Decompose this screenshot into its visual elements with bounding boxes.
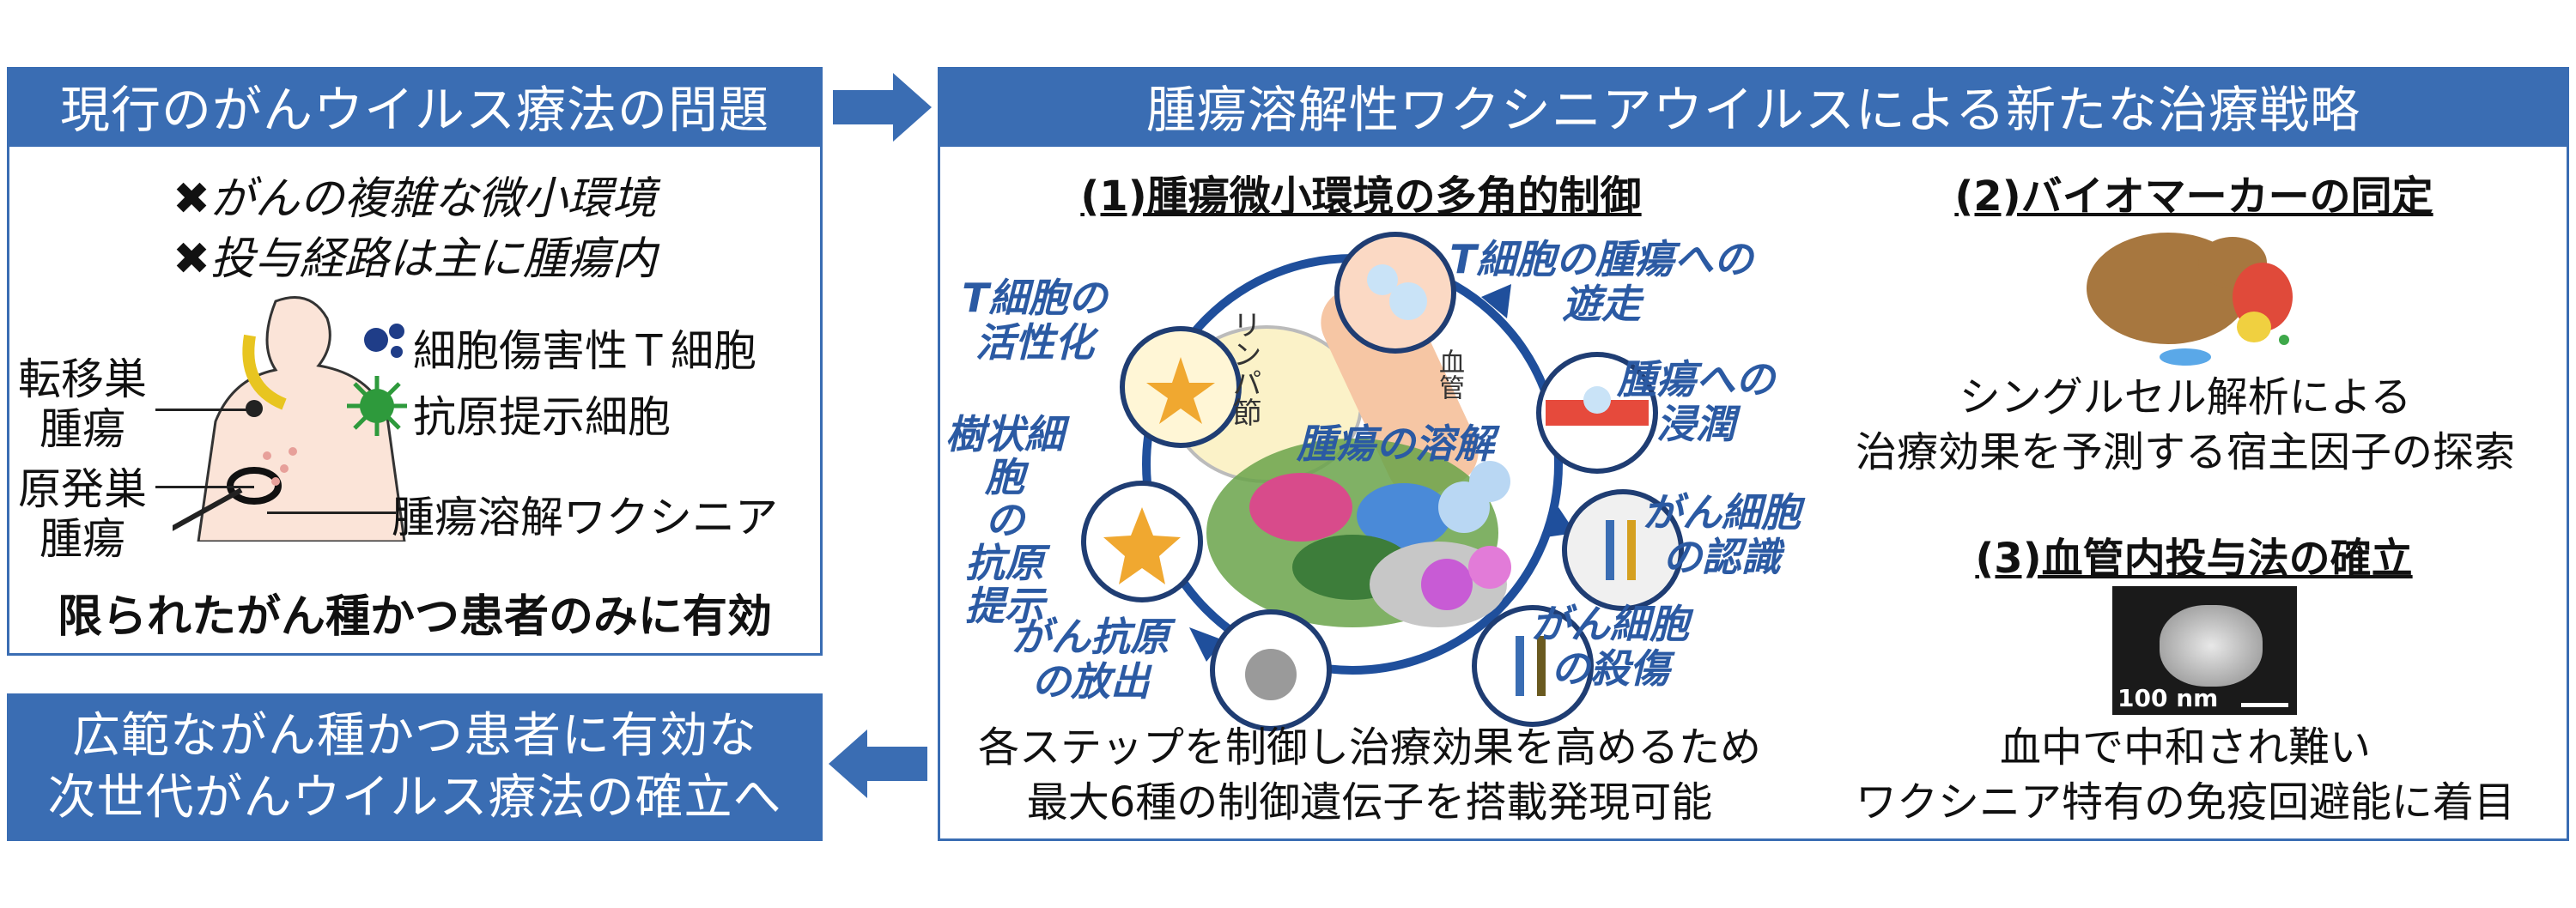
label-lysis: 腫瘍の溶解 (1297, 421, 1494, 467)
single-cell-umap (2087, 233, 2293, 366)
section3-caption: 血中で中和され難い ワクシニア特有の免疫回避能に着目 (1855, 723, 2515, 826)
label-apc: 抗原提示細胞 (413, 392, 671, 442)
problem-2: ✖投与経路は主に腫瘍内 (173, 233, 657, 285)
section1-caption: 各ステップを制御し治療効果を高めるため 最大6種の制御遺伝子を搭載発現可能 (977, 723, 1761, 826)
section1-title: (1)腫瘍微小環境の多角的制御 (1080, 173, 1642, 221)
apc-icon (347, 376, 407, 436)
t-cell-icon (364, 324, 404, 358)
left-panel: ✖がんの複雑な微小環境 ✖投与経路は主に腫瘍内 細胞傷害性Ｔ細胞 抗原提示細胞 … (7, 144, 823, 656)
body-illustration (173, 296, 406, 542)
label-metastatic: 転移巣腫瘍 (18, 354, 147, 454)
scale-bar (2241, 703, 2288, 707)
section3-title: (3)血管内投与法の確立 (1975, 535, 2413, 583)
right-panel: (1)腫瘍微小環境の多角的制御 T細胞の活性化 T細胞の腫瘍への遊走 腫瘍への浸… (938, 144, 2569, 841)
step-circle (1562, 489, 1684, 611)
left-panel-header: 現行のがんウイルス療法の問題 (7, 67, 823, 144)
arrow-right-icon (833, 73, 932, 142)
label-killing: がん細胞の殺傷 (1531, 601, 1689, 692)
step-circle (1334, 232, 1456, 354)
label-vessel: 血管 (1434, 348, 1464, 400)
right-panel-header: 腫瘍溶解性ワクシニアウイルスによる新たな治療戦略 (938, 67, 2569, 144)
bottom-left-box: 広範ながん種かつ患者に有効な 次世代がんウイルス療法の確立へ (7, 693, 823, 841)
label-infiltration: 腫瘍への浸潤 (1617, 356, 1775, 447)
step-circle (1120, 326, 1242, 448)
pointer-line (155, 486, 254, 488)
em-image: 100 nm (2112, 586, 2297, 715)
label-presentation: 樹状細胞の 抗原提示 (945, 411, 1064, 629)
label-t-activation: T細胞の活性化 (962, 275, 1108, 366)
label-t-cell: 細胞傷害性Ｔ細胞 (413, 326, 756, 376)
section2-caption: シングルセル解析による 治療効果を予測する宿主因子の探索 (1855, 373, 2515, 476)
cross-icon: ✖ (173, 173, 210, 225)
step-circle (1472, 605, 1594, 727)
label-release: がん抗原の放出 (1012, 614, 1170, 705)
scale-label: 100 nm (2117, 684, 2219, 712)
pointer-line (155, 409, 254, 411)
pointer-line (267, 512, 396, 514)
step-circle (1081, 481, 1203, 602)
step-circle (1536, 352, 1658, 474)
label-primary: 原発巣腫瘍 (18, 464, 147, 564)
left-conclusion: 限られたがん種かつ患者のみに有効 (57, 591, 772, 643)
step-circle (1210, 609, 1332, 731)
section2-title: (2)バイオマーカーの同定 (1954, 173, 2433, 221)
label-t-migration: T細胞の腫瘍への遊走 (1449, 236, 1753, 327)
label-recognition: がん細胞の認識 (1643, 489, 1801, 580)
label-virus: 腫瘍溶解ワクシニア (392, 493, 778, 542)
label-lymph: リンパ節 (1227, 310, 1261, 427)
cross-icon: ✖ (173, 233, 210, 285)
problem-1: ✖がんの複雑な微小環境 (173, 173, 657, 225)
arrow-left-icon (829, 729, 927, 798)
